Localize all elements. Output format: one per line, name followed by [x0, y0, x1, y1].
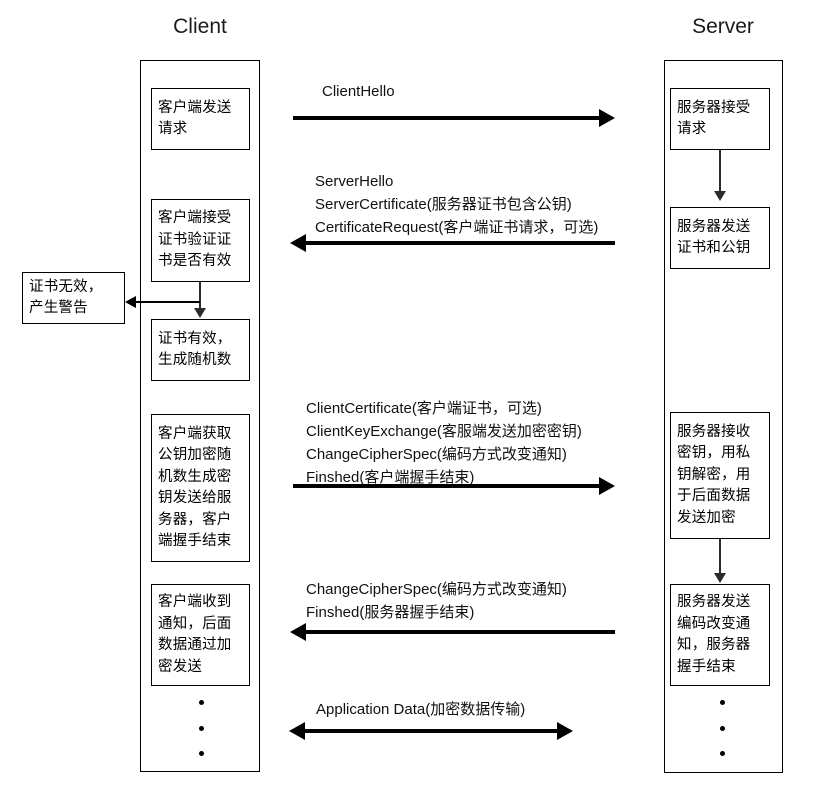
client-node-verify-cert-text: 客户端接受 证书验证证 书是否有效 [158, 210, 232, 270]
connector-verify-to-valid-arrowhead [194, 308, 206, 318]
client-node-cert-valid: 证书有效， 生成随机数 [151, 319, 250, 381]
server-node-accept-request-text: 服务器接受 请求 [677, 99, 751, 138]
client-node-verify-cert: 客户端接受 证书验证证 书是否有效 [151, 199, 250, 282]
message-arrow-server-changecipher-group [306, 630, 615, 634]
message-label-server-hello-group: ServerHello ServerCertificate(服务器证书包含公钥)… [315, 173, 599, 236]
message-arrowhead-server-hello-group-left [290, 234, 306, 252]
server-node-send-cert-text: 服务器发送 证书和公钥 [677, 218, 751, 257]
cert-invalid-alert-box: 证书无效， 产生警告 [22, 272, 125, 324]
client-node-received-notice-text: 客户端收到 通知，后面 数据通过加 密发送 [158, 594, 232, 675]
server-node-send-changecipher-text: 服务器发送 编码改变通 知，服务器 握手结束 [677, 594, 751, 675]
message-arrow-client-key-exchange-group [293, 484, 599, 488]
message-arrowhead-server-changecipher-group-left [290, 623, 306, 641]
client-node-send-request-text: 客户端发送 请求 [158, 99, 232, 138]
connector-server-key-to-changecipher-arrowhead [714, 573, 726, 583]
server-node-receive-key: 服务器接收 密钥，用私 钥解密，用 于后面数据 发送加密 [670, 412, 770, 539]
connector-branch-invalid-line [136, 301, 200, 303]
message-label-application-data: Application Data(加密数据传输) [316, 701, 526, 718]
lane-title-client: Client [173, 15, 227, 38]
client-ellipsis-dots [198, 700, 204, 756]
message-arrowhead-application-data-right [557, 722, 573, 740]
client-node-received-notice: 客户端收到 通知，后面 数据通过加 密发送 [151, 584, 250, 686]
server-node-send-changecipher: 服务器发送 编码改变通 知，服务器 握手结束 [670, 584, 770, 686]
message-arrowhead-client-hello-right [599, 109, 615, 127]
server-node-receive-key-text: 服务器接收 密钥，用私 钥解密，用 于后面数据 发送加密 [677, 423, 751, 526]
server-node-send-cert: 服务器发送 证书和公钥 [670, 207, 770, 269]
client-node-key-exchange: 客户端获取 公钥加密随 机数生成密 钥发送给服 务器，客户 端握手结束 [151, 414, 250, 562]
server-ellipsis-dots [719, 700, 725, 756]
cert-invalid-alert-text: 证书无效， 产生警告 [29, 278, 103, 317]
client-node-send-request: 客户端发送 请求 [151, 88, 250, 150]
lane-title-server: Server [692, 15, 754, 38]
client-node-key-exchange-text: 客户端获取 公钥加密随 机数生成密 钥发送给服 务器，客户 端握手结束 [158, 425, 232, 550]
connector-branch-invalid-arrowhead [125, 296, 136, 308]
message-arrow-client-hello [293, 116, 599, 120]
message-label-client-key-exchange-group: ClientCertificate(客户端证书，可选) ClientKeyExc… [306, 400, 582, 486]
message-label-server-changecipher-group: ChangeCipherSpec(编码方式改变通知) Finshed(服务器握手… [306, 581, 567, 621]
message-label-client-hello: ClientHello [322, 83, 395, 100]
connector-verify-to-valid-line [199, 282, 201, 309]
server-node-accept-request: 服务器接受 请求 [670, 88, 770, 150]
connector-server-accept-to-send-arrowhead [714, 191, 726, 201]
message-arrow-application-data [305, 729, 557, 733]
client-node-cert-valid-text: 证书有效， 生成随机数 [158, 330, 232, 369]
message-arrowhead-client-key-exchange-group-right [599, 477, 615, 495]
connector-server-key-to-changecipher-line [719, 539, 721, 574]
connector-server-accept-to-send-line [719, 150, 721, 192]
message-arrowhead-application-data-left [289, 722, 305, 740]
message-arrow-server-hello-group [306, 241, 615, 245]
